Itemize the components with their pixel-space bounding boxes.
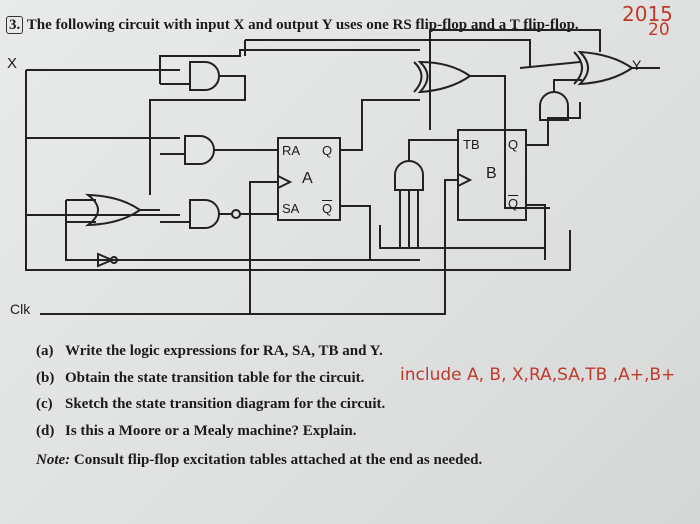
flip-flop-a xyxy=(277,137,341,221)
handwritten-year: 2015 xyxy=(622,2,673,26)
input-x-label: X xyxy=(7,55,18,72)
and-gate-right xyxy=(539,91,569,121)
ff-a-name: A xyxy=(302,170,313,187)
x-input-wire xyxy=(25,70,571,271)
question-b: (b)Obtain the state transition table for… xyxy=(36,370,365,386)
clock-label: Clk xyxy=(10,301,31,317)
and-gate-3 xyxy=(189,199,220,229)
handwritten-note: include A, B, X,RA,SA,TB ,A+,B+ xyxy=(400,365,676,385)
ff-a-r-label: RA xyxy=(282,143,301,158)
and-gate-1 xyxy=(189,61,220,91)
ff-b-name: B xyxy=(486,165,497,182)
question-d: (d)Is this a Moore or a Mealy machine? E… xyxy=(36,423,357,439)
handwritten-number: 20 xyxy=(648,20,670,40)
ff-b-qbar-label: Q xyxy=(508,196,519,211)
note-text: Consult flip-flop excitation tables atta… xyxy=(73,452,483,468)
ff-b-q-label: Q xyxy=(508,137,519,152)
and-gate-vertical xyxy=(394,160,424,191)
ff-a-s-label: SA xyxy=(282,201,300,216)
and-gate-2 xyxy=(184,135,215,165)
question-c: (c)Sketch the state transition diagram f… xyxy=(36,396,386,412)
or-gate-left xyxy=(84,193,142,227)
note: Note: Consult flip-flop excitation table… xyxy=(36,452,483,468)
note-label: Note xyxy=(36,452,66,468)
problem-number: 3. xyxy=(6,16,24,34)
ff-a-qbar-label: Q xyxy=(322,201,333,216)
question-a: (a)Write the logic expressions for RA, S… xyxy=(36,343,383,359)
circuit-diagram xyxy=(25,29,660,315)
ff-b-t-label: TB xyxy=(463,137,480,152)
or-gate-top xyxy=(417,60,472,94)
output-y-label: Y xyxy=(632,57,642,73)
or-gate-output xyxy=(577,50,634,86)
clock-wire xyxy=(40,181,278,315)
ff-a-q-label: Q xyxy=(322,143,333,158)
